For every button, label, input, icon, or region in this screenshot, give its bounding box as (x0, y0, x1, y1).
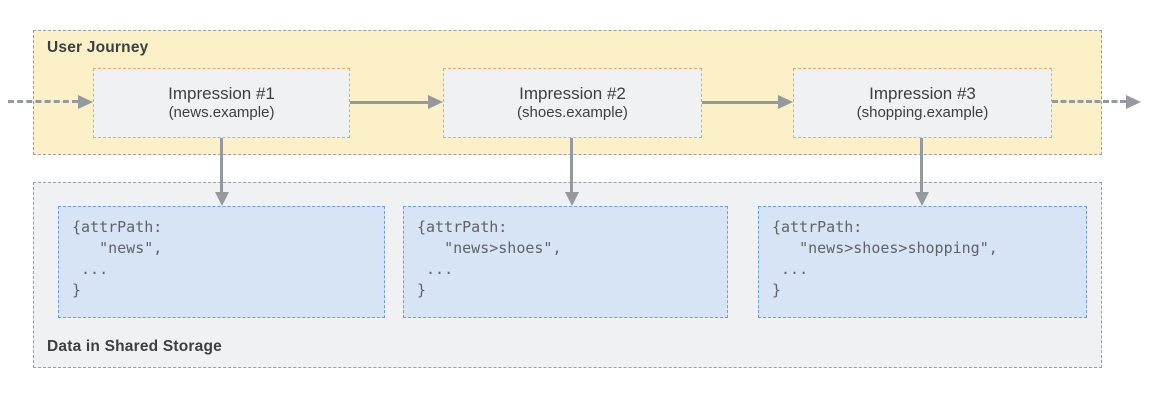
impression-3-site: (shopping.example) (856, 104, 989, 122)
solid-line (702, 101, 778, 104)
solid-line (920, 138, 923, 193)
user-journey-label: User Journey (47, 39, 149, 56)
arrow-down-icon (914, 192, 929, 206)
impression-3-title: Impression #3 (869, 84, 976, 103)
impression-2-site: (shoes.example) (517, 104, 628, 122)
solid-line (570, 138, 573, 193)
impression-2-box: Impression #2 (shoes.example) (443, 68, 702, 138)
storage-entry-2-code: {attrPath: "news>shoes", ... } (417, 218, 562, 299)
arrow-down-icon (564, 192, 579, 206)
solid-line (220, 138, 223, 193)
arrow-right-icon (778, 95, 793, 109)
dashed-line (8, 100, 78, 103)
impression-3-box: Impression #3 (shopping.example) (793, 68, 1052, 138)
shared-storage-label: Data in Shared Storage (47, 338, 222, 355)
impression-2-title: Impression #2 (519, 84, 626, 103)
solid-line (350, 101, 428, 104)
storage-entry-2-box: {attrPath: "news>shoes", ... } (403, 206, 728, 318)
arrow-right-icon (78, 95, 93, 109)
dashed-line (1052, 100, 1126, 103)
impression-1-box: Impression #1 (news.example) (93, 68, 350, 138)
arrow-down-icon (214, 192, 229, 206)
storage-entry-1-box: {attrPath: "news", ... } (58, 206, 385, 318)
impression-1-title: Impression #1 (168, 84, 275, 103)
storage-entry-3-box: {attrPath: "news>shoes>shopping", ... } (758, 206, 1087, 318)
arrow-right-icon (1126, 95, 1141, 109)
arrow-right-icon (428, 95, 443, 109)
storage-entry-1-code: {attrPath: "news", ... } (72, 218, 163, 299)
storage-entry-3-code: {attrPath: "news>shoes>shopping", ... } (772, 218, 998, 299)
impression-1-site: (news.example) (168, 104, 275, 122)
